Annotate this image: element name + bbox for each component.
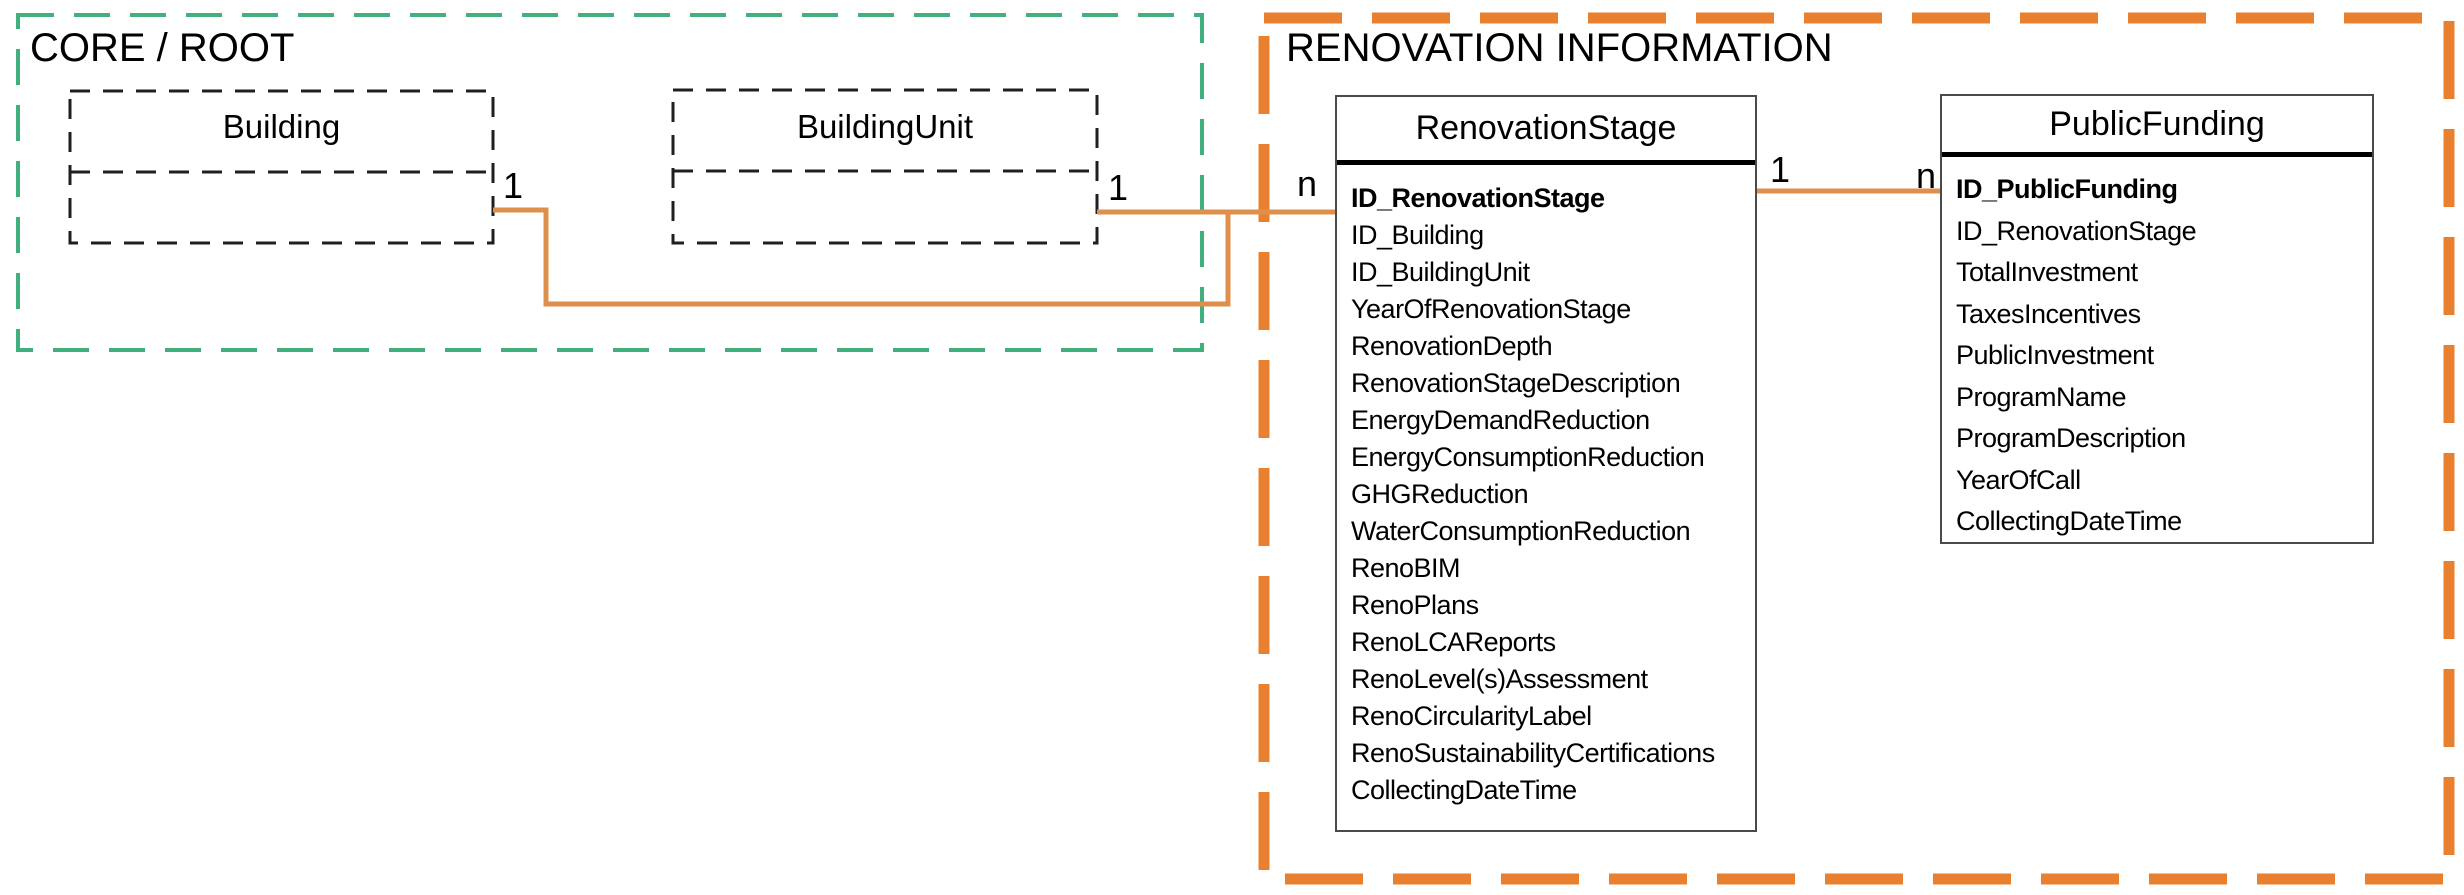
attribute-row: ID_RenovationStage (1956, 215, 2197, 246)
renovation-information-group-title: RENOVATION INFORMATION (1286, 26, 1833, 70)
attribute-row: GHGReduction (1351, 479, 1529, 509)
attribute-row: RenoCircularityLabel (1351, 701, 1592, 731)
attribute-row: RenovationStageDescription (1351, 368, 1681, 398)
core-root-group-border (16, 13, 1204, 352)
attribute-row: RenoLCAReports (1351, 627, 1556, 657)
attribute-row: CollectingDateTime (1351, 775, 1577, 805)
renovation-stage-attribute-list: ID_RenovationStage ID_Building ID_Buildi… (1337, 165, 1755, 809)
renovation-information-group-border (1258, 12, 2455, 885)
public-funding-left-cardinality-label: n (1916, 155, 1937, 196)
building-cardinality-label: 1 (503, 165, 524, 206)
attribute-row: EnergyDemandReduction (1351, 405, 1650, 435)
attribute-row: TaxesIncentives (1956, 298, 2141, 329)
attribute-row: RenoBIM (1351, 553, 1461, 583)
attribute-row: TotalInvestment (1956, 257, 2138, 287)
public-funding-table: PublicFunding ID_PublicFunding ID_Renova… (1940, 94, 2374, 544)
attribute-row: RenovationDepth (1351, 331, 1553, 361)
building-to-renovation-stage-connector (493, 207, 1338, 307)
attribute-row: YearOfRenovationStage (1351, 294, 1631, 324)
public-funding-table-title: PublicFunding (1942, 96, 2372, 157)
attribute-row: WaterConsumptionReduction (1351, 516, 1691, 546)
attribute-row: CollectingDateTime (1956, 506, 2182, 536)
attribute-row: EnergyConsumptionReduction (1351, 442, 1705, 472)
attribute-row: ID_RenovationStage (1351, 183, 1605, 213)
attribute-row: ID_Building (1351, 220, 1484, 250)
renovation-stage-table: RenovationStage ID_RenovationStage ID_Bu… (1335, 95, 1757, 832)
attribute-row: ProgramName (1956, 381, 2127, 412)
attribute-row: ID_BuildingUnit (1351, 257, 1530, 287)
attribute-row: ProgramDescription (1956, 423, 2186, 453)
renovation-stage-left-cardinality-label: n (1297, 163, 1318, 204)
renovation-stage-right-cardinality-label: 1 (1770, 149, 1791, 190)
core-root-group-title: CORE / ROOT (30, 26, 295, 70)
building-entity-label: Building (222, 108, 341, 145)
attribute-row: YearOfCall (1956, 464, 2081, 495)
attribute-row: RenoSustainabilityCertifications (1351, 738, 1715, 768)
attribute-row: RenoPlans (1351, 590, 1479, 620)
attribute-row: PublicInvestment (1956, 340, 2154, 370)
building-unit-cardinality-label: 1 (1108, 167, 1129, 208)
building-entity-border (68, 89, 495, 245)
renovation-stage-table-title: RenovationStage (1337, 97, 1755, 165)
building-unit-entity-border (671, 88, 1099, 245)
attribute-row: ID_PublicFunding (1956, 174, 2178, 204)
public-funding-attribute-list: ID_PublicFunding ID_RenovationStage Tota… (1942, 157, 2372, 543)
attribute-row: RenoLevel(s)Assessment (1351, 664, 1648, 694)
building-unit-entity-label: BuildingUnit (796, 108, 974, 145)
